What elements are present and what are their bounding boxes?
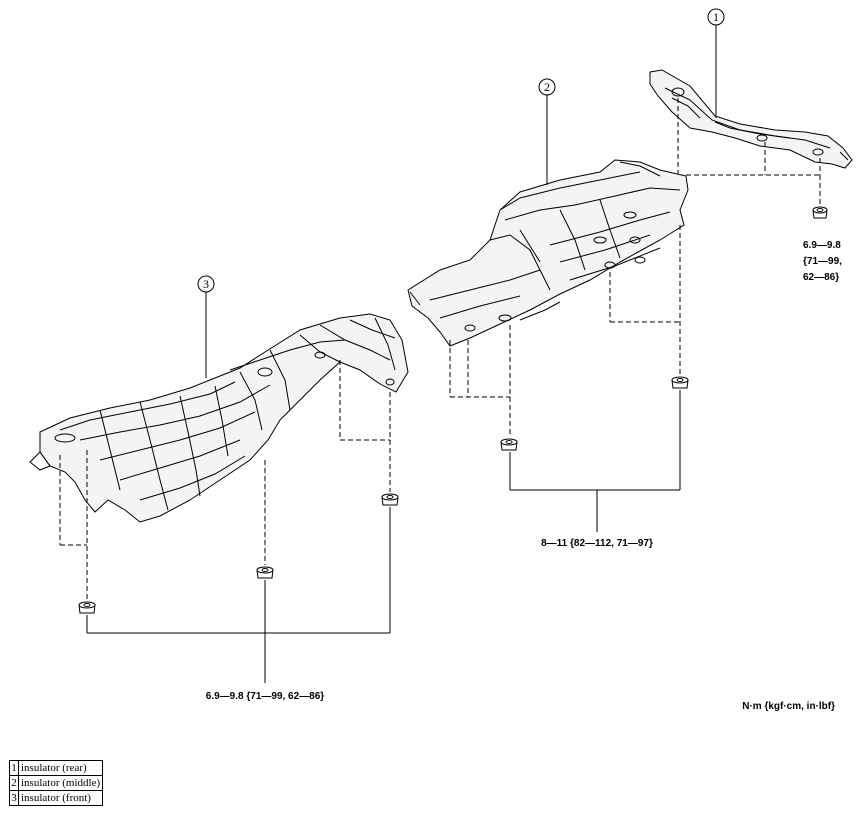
legend-row: 1 insulator (rear) <box>9 760 104 776</box>
callout-3-number: 3 <box>203 277 209 291</box>
torque-rear-line3: 62—86} <box>803 272 839 283</box>
front-bracket <box>86 507 391 683</box>
callout-2-number: 2 <box>544 80 550 94</box>
middle-bracket <box>509 390 681 532</box>
legend-label: insulator (middle) <box>17 775 104 791</box>
torque-rear-line2: {71—99, <box>803 256 842 267</box>
legend-row: 3 insulator (front) <box>9 790 104 806</box>
legend-number: 2 <box>9 775 19 791</box>
callout-1-number: 1 <box>713 10 719 24</box>
legend-number: 1 <box>9 760 19 776</box>
insulator-front-shape <box>29 313 409 523</box>
units-label: N·m {kgf·cm, in·lbf} <box>742 701 835 712</box>
rear-bolt-leaders <box>677 98 821 205</box>
legend-label: insulator (rear) <box>17 760 104 776</box>
legend-row: 2 insulator (middle) <box>9 775 104 791</box>
front-nut-middle <box>256 566 274 579</box>
parts-legend-table: 1 insulator (rear) 2 insulator (middle) … <box>9 760 104 806</box>
rear-nut <box>812 206 828 219</box>
middle-nut-left <box>500 438 518 451</box>
callout-1 <box>707 8 725 118</box>
front-bolt-leaders <box>59 360 391 600</box>
insulator-middle-shape <box>407 159 689 347</box>
legend-number: 3 <box>9 790 19 806</box>
front-nut-right <box>381 493 399 506</box>
torque-middle: 8—11 {82—112, 71—97} <box>541 538 653 549</box>
callout-3 <box>197 275 215 378</box>
insulator-rear-shape <box>649 69 853 169</box>
middle-bolt-leaders <box>449 225 681 435</box>
middle-nut-right <box>671 376 689 389</box>
callout-2 <box>538 78 556 185</box>
legend-label: insulator (front) <box>17 790 104 806</box>
front-nut-left <box>78 601 96 614</box>
torque-front: 6.9—9.8 {71—99, 62—86} <box>206 691 325 702</box>
torque-rear-line1: 6.9—9.8 <box>803 240 841 251</box>
